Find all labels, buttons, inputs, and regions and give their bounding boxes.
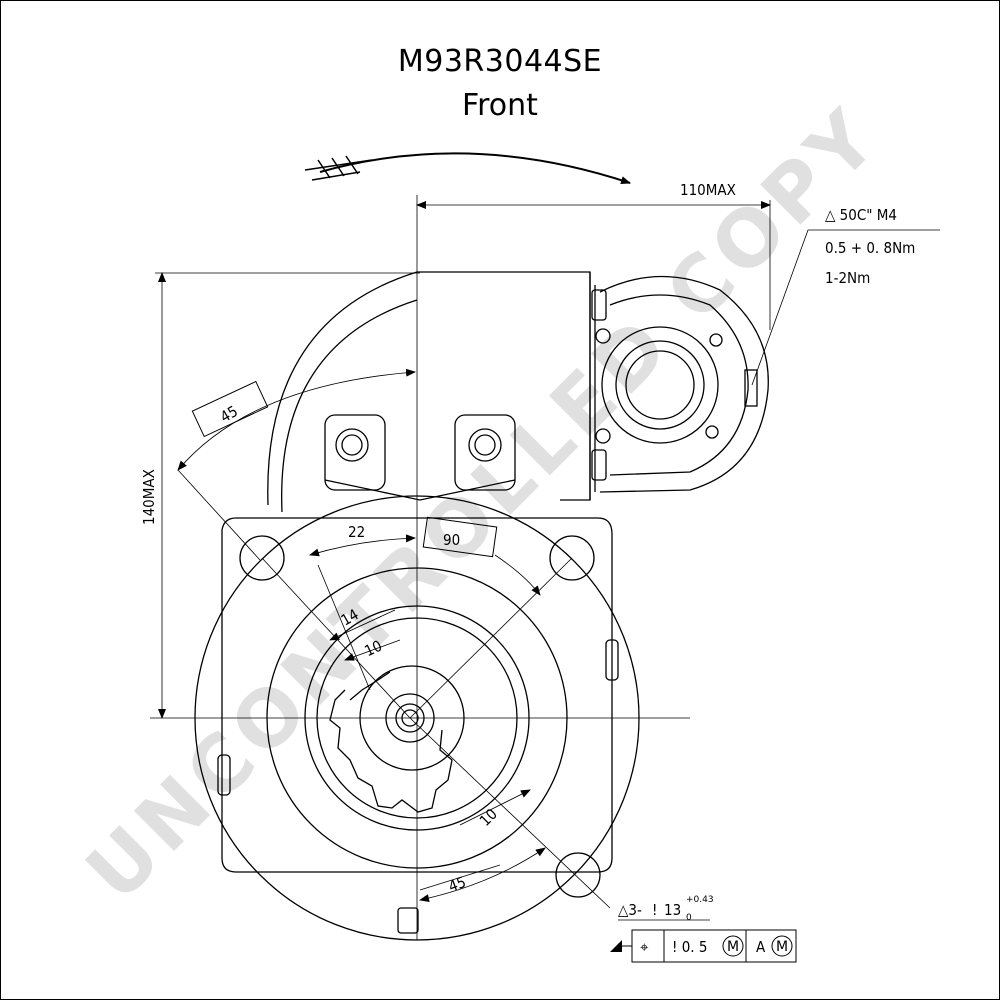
- datum-modifier: M: [776, 939, 788, 955]
- dim-angle-22-90: 22 90: [309, 516, 541, 596]
- dim-angle-45-bottom-label: 45: [446, 873, 468, 896]
- dim-10-lower-label: 10: [476, 805, 501, 830]
- watermark: UNCONTROLLED COPY: [70, 91, 898, 919]
- terminal-note-line2: 0.5 + 0. 8Nm: [825, 239, 915, 257]
- tolerance-frame: ⌖ ! 0. 5 M A M: [610, 929, 797, 963]
- starter-housing: [194, 495, 640, 941]
- dim-angle-45-top-label: 45: [217, 402, 241, 426]
- mounting-flange: [221, 517, 613, 898]
- tolerance-modifier: M: [727, 939, 739, 955]
- holes-note-prefix: △3-: [618, 901, 642, 919]
- mounting-hole-1: [239, 535, 285, 581]
- dim-10-lower: 10: [459, 789, 531, 830]
- mounting-hole-3: [555, 852, 601, 898]
- holes-note-sup: +0.43: [686, 895, 714, 905]
- dim-14-label: 14: [338, 605, 362, 629]
- view-subtitle: Front: [462, 88, 538, 123]
- dim-angle-45-top: 45: [177, 368, 416, 561]
- position-symbol: ⌖: [640, 938, 649, 956]
- holes-note: △3- ! 13 0 +0.43: [618, 895, 714, 923]
- holes-note-symbol: !: [652, 901, 657, 919]
- dim-width-max: 110MAX: [416, 181, 771, 330]
- dim-14-10: 14 10: [329, 605, 401, 661]
- radial-lines: [261, 557, 611, 909]
- tolerance-value: ! 0. 5: [672, 938, 707, 956]
- datum-triangle: [610, 940, 622, 952]
- mounting-hole-2: [549, 535, 595, 581]
- terminal-cap: [591, 275, 769, 493]
- dim-angle-22-label: 22: [348, 523, 365, 541]
- pinion-gear: [329, 671, 453, 813]
- terminal-note-line3: 1-2Nm: [825, 269, 870, 287]
- dim-width-max-label: 110MAX: [680, 181, 736, 199]
- dim-height-max-label: 140MAX: [140, 469, 158, 525]
- part-number-title: M93R3044SE: [397, 44, 603, 79]
- dim-height-max: 140MAX: [140, 272, 420, 719]
- holes-note-value: 13: [664, 901, 681, 919]
- terminal-note-line1: △ 50C" M4: [825, 206, 897, 224]
- holes-note-sub: 0: [686, 913, 692, 923]
- dim-angle-45-bottom: 45: [419, 847, 546, 903]
- dim-10-upper-label: 10: [362, 637, 385, 661]
- terminal-torque-note: △ 50C" M4 0.5 + 0. 8Nm 1-2Nm: [751, 206, 940, 386]
- rotation-direction-arrow: [304, 152, 631, 184]
- dim-angle-90-label: 90: [443, 531, 460, 549]
- datum-label: A: [756, 938, 766, 956]
- side-bosses: [217, 639, 619, 934]
